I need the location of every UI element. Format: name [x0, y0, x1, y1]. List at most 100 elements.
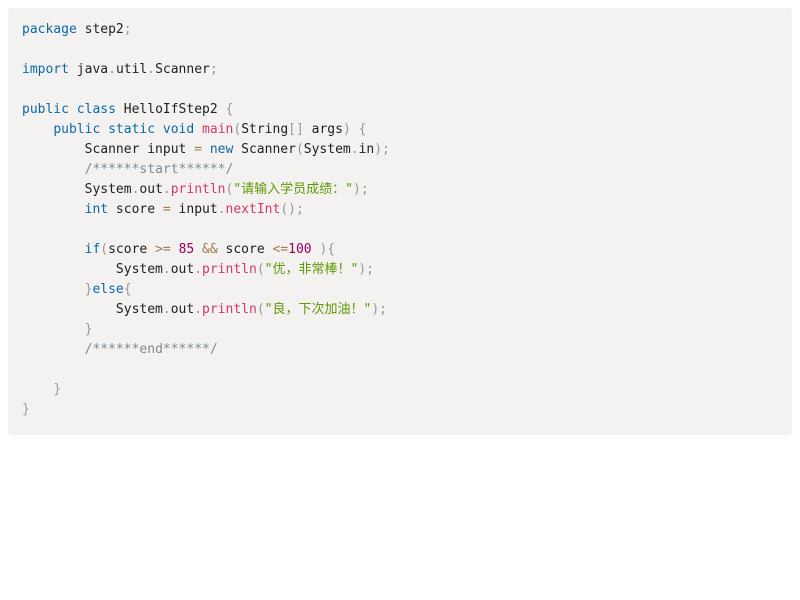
code-token: ): [342, 122, 351, 137]
code-token: package: [22, 22, 77, 37]
code-token: (: [233, 122, 242, 137]
code-token: System: [303, 142, 351, 157]
code-token: if: [84, 242, 101, 257]
code-token: System: [22, 262, 163, 277]
code-token: System: [22, 182, 132, 197]
code-token: Scanner input: [22, 142, 195, 157]
code-token: Scanner: [155, 62, 210, 77]
code-token: .: [217, 202, 226, 217]
code-line: public static void main(String[] args) {: [22, 120, 792, 140]
code-token: main: [202, 122, 234, 137]
code-token: HelloIfStep2: [115, 102, 226, 117]
code-token: util: [115, 62, 148, 77]
code-token: (: [225, 182, 234, 197]
code-token: score: [217, 242, 273, 257]
code-token: public: [53, 122, 101, 137]
code-token: new: [209, 142, 234, 157]
code-token: score: [108, 202, 163, 217]
code-line: package step2;: [22, 20, 792, 40]
code-line: [22, 80, 792, 100]
code-token: "请输入学员成绩：": [233, 182, 353, 197]
code-token: "优，非常棒！": [264, 262, 359, 277]
code-token: ();: [280, 202, 304, 217]
code-token: out: [139, 182, 163, 197]
code-token: 100: [288, 242, 312, 257]
code-line: /******start******/: [22, 160, 792, 180]
code-line: System.out.println("良，下次加油！");: [22, 300, 792, 320]
code-token: =: [194, 142, 203, 157]
code-token: [22, 342, 85, 357]
code-token: nextInt: [225, 202, 281, 217]
code-token: [194, 122, 202, 137]
code-token: .: [162, 262, 171, 277]
code-line: public class HelloIfStep2 {: [22, 100, 792, 120]
code-token: [22, 282, 85, 297]
code-token: java: [68, 62, 109, 77]
code-token: args: [303, 122, 343, 137]
code-token: <=: [272, 242, 289, 257]
code-token: .: [350, 142, 359, 157]
code-token: [22, 122, 53, 137]
code-token: (: [100, 242, 109, 257]
code-token: [171, 242, 179, 257]
code-token: .: [194, 262, 203, 277]
code-line: /******end******/: [22, 340, 792, 360]
code-token: .: [131, 182, 140, 197]
code-line: }: [22, 400, 792, 420]
code-token: );: [371, 302, 387, 317]
code-line: if(score >= 85 && score <=100 ){: [22, 240, 792, 260]
code-token: [22, 202, 85, 217]
code-token: }: [84, 322, 93, 337]
code-token: [22, 322, 85, 337]
code-token: input: [170, 202, 218, 217]
code-line: int score = input.nextInt();: [22, 200, 792, 220]
code-token: int: [84, 202, 109, 217]
code-token: {: [225, 102, 234, 117]
code-token: [351, 122, 359, 137]
code-token: }: [84, 282, 93, 297]
code-token: public: [22, 102, 69, 117]
code-token: [202, 142, 210, 157]
code-token: println: [202, 262, 257, 277]
code-token: /******end******/: [84, 342, 218, 357]
code-token: import: [22, 62, 69, 77]
code-line: Scanner input = new Scanner(System.in);: [22, 140, 792, 160]
code-token: static: [108, 122, 156, 137]
code-token: [22, 382, 53, 397]
code-token: [194, 242, 202, 257]
code-token: out: [170, 262, 195, 277]
code-line: }: [22, 380, 792, 400]
code-token: [22, 242, 85, 257]
code-token: .: [162, 302, 171, 317]
code-token: [69, 102, 77, 117]
code-token: (: [256, 262, 265, 277]
code-token: class: [76, 102, 116, 117]
code-token: );: [358, 262, 374, 277]
code-token: step2: [76, 22, 124, 37]
code-token: ;: [209, 62, 218, 77]
code-token: Scanner: [233, 142, 296, 157]
code-token: [22, 162, 85, 177]
code-token: &&: [202, 242, 218, 257]
code-line: import java.util.Scanner;: [22, 60, 792, 80]
code-token: in: [358, 142, 375, 157]
code-token: println: [170, 182, 226, 197]
code-token: {: [358, 122, 367, 137]
code-block: package step2; import java.util.Scanner;…: [8, 8, 792, 435]
code-token: .: [108, 62, 116, 77]
code-token: (: [295, 142, 304, 157]
code-token: ;: [123, 22, 132, 37]
code-token: String: [241, 122, 289, 137]
code-token: score: [108, 242, 156, 257]
code-token: .: [147, 62, 156, 77]
code-line: }else{: [22, 280, 792, 300]
code-token: (: [256, 302, 265, 317]
code-token: "良，下次加油！": [264, 302, 372, 317]
code-token: 85: [178, 242, 195, 257]
code-token: void: [162, 122, 195, 137]
code-token: =: [162, 202, 171, 217]
code-token: .: [162, 182, 171, 197]
code-line: }: [22, 320, 792, 340]
code-token: [100, 122, 108, 137]
code-token: println: [202, 302, 257, 317]
